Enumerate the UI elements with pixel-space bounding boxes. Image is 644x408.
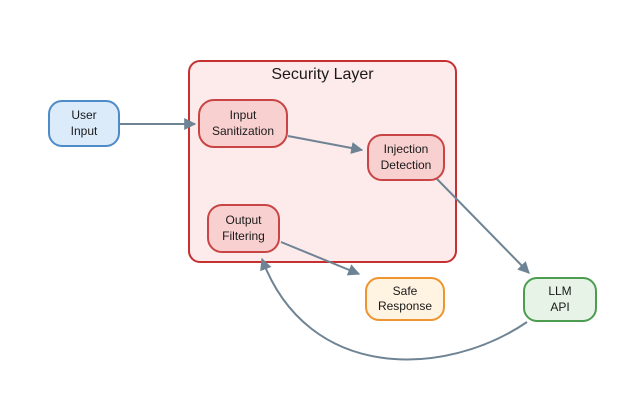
node-label-line: Safe — [392, 283, 418, 298]
node-label-line: User — [71, 108, 97, 123]
node-label-line: LLM — [548, 284, 572, 299]
node-label-line: Injection — [383, 142, 429, 157]
node-label-line: Response — [377, 299, 433, 313]
node-label-line: Filtering — [222, 228, 265, 243]
node-user-input: User Input — [48, 100, 120, 147]
node-input-sanitization: Input Sanitization — [198, 99, 288, 148]
node-injection-detection: Injection Detection — [367, 134, 445, 181]
node-llm-api: LLM API — [523, 277, 597, 322]
node-label-line: Input — [70, 123, 98, 138]
node-label-line: Sanitization — [211, 123, 275, 138]
node-label-line: Input — [229, 108, 257, 123]
node-safe-response: Safe Response — [365, 277, 445, 321]
security-layer-title: Security Layer — [271, 66, 374, 83]
node-label-line: API — [550, 299, 570, 314]
node-label-line: Output — [225, 213, 262, 228]
node-output-filtering: Output Filtering — [207, 204, 280, 253]
node-label-line: Detection — [380, 157, 432, 172]
